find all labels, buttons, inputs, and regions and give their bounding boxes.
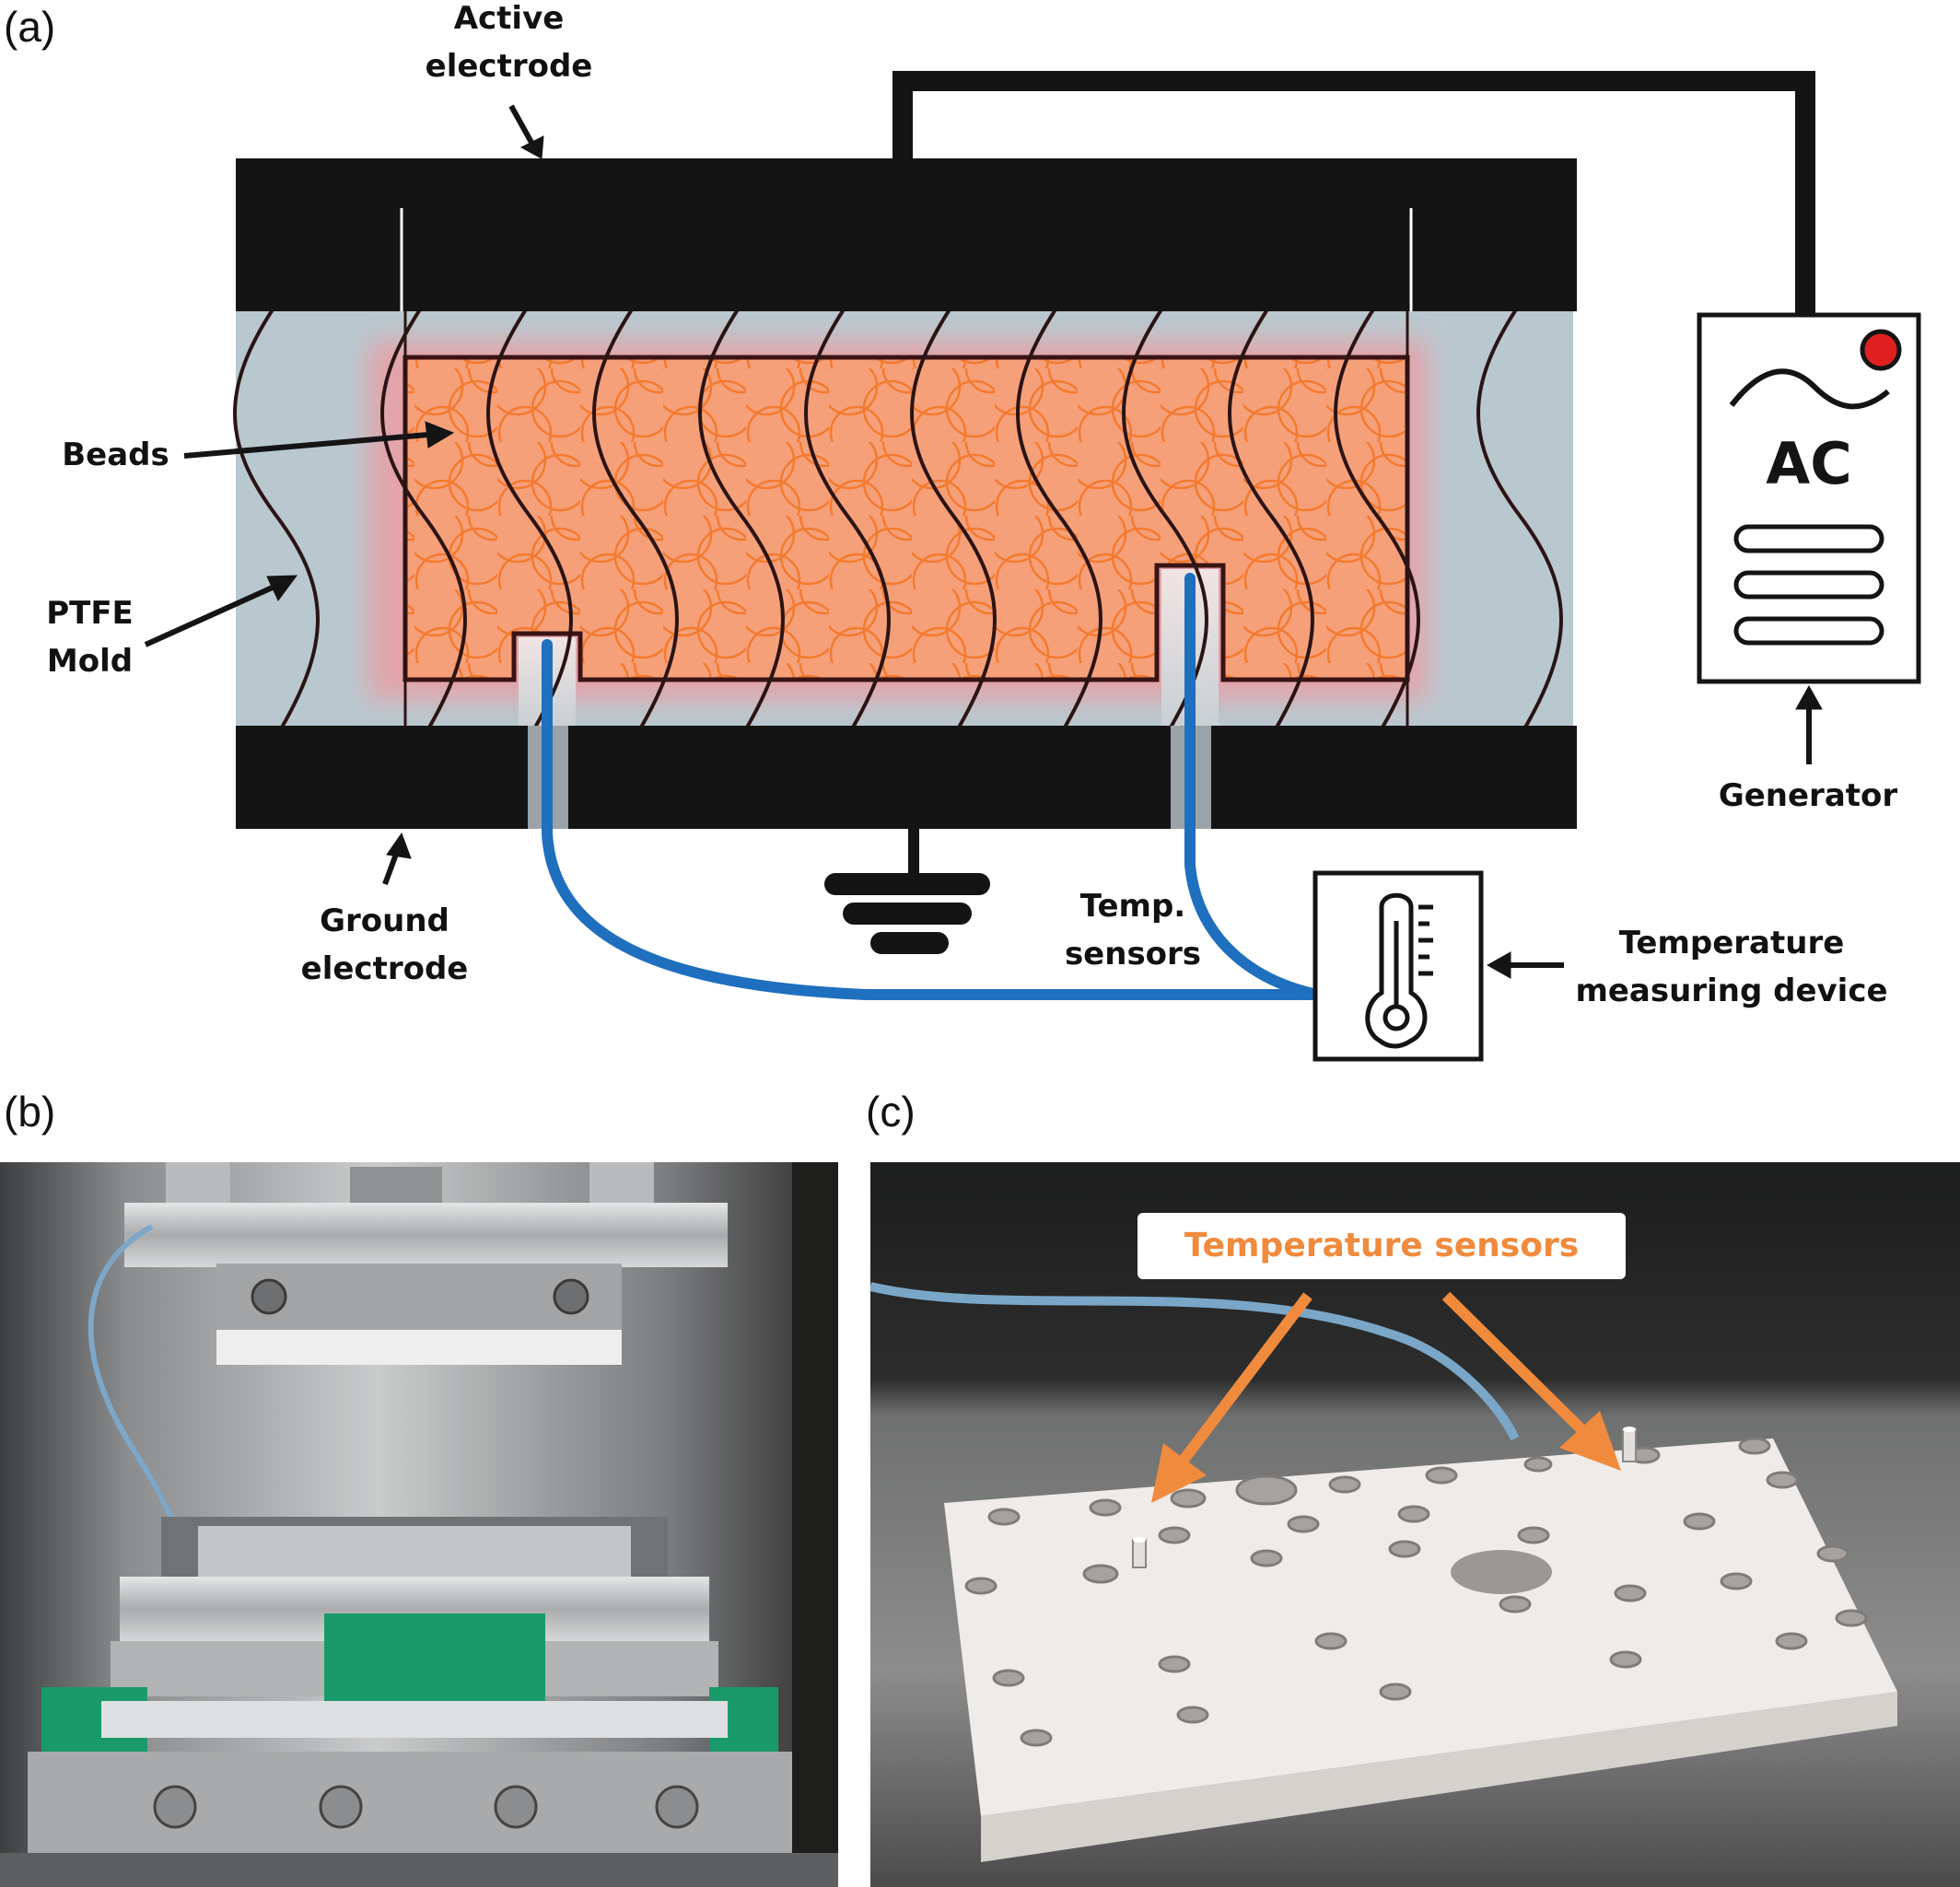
panel-label-c: (c)	[866, 1088, 916, 1136]
label-tmd-line1: Temperature	[1618, 925, 1845, 961]
thermometer-icon	[1365, 892, 1433, 1049]
panel-label-b: (b)	[4, 1088, 56, 1136]
label-temp-sensors: Temp. sensors	[1055, 882, 1211, 978]
label-active-electrode-line1: Active	[453, 0, 565, 37]
label-active-electrode: Active electrode	[396, 0, 622, 90]
label-ptfe-line2: Mold	[46, 643, 134, 680]
ground-symbol-icon	[824, 829, 990, 954]
generator-ac-label: AC	[1766, 430, 1851, 497]
beads-region	[402, 355, 1410, 682]
panel-label-a: (a)	[4, 3, 56, 51]
ground-electrode	[236, 726, 1577, 829]
label-ground-line2: electrode	[300, 950, 469, 987]
label-generator: Generator	[1718, 777, 1898, 814]
callout-box	[1138, 1213, 1626, 1279]
green-spacer-block	[324, 1613, 545, 1706]
label-active-electrode-line2: electrode	[425, 48, 593, 85]
sensor-cable-right	[1184, 573, 1323, 1000]
power-led-icon	[1860, 329, 1902, 371]
label-ground-electrode: Ground electrode	[276, 897, 493, 993]
label-temp-sensors-line1: Temp.	[1079, 888, 1186, 925]
label-beads: Beads	[62, 437, 169, 473]
callout-temperature-sensors: Temperature sensors	[1184, 1227, 1580, 1264]
photo-press-setup	[0, 1162, 838, 1887]
callout-arrows	[1151, 1291, 1621, 1503]
label-temp-sensors-line2: sensors	[1064, 936, 1202, 973]
sensor-cable-left	[542, 639, 1323, 1000]
label-temperature-measuring-device: Temperature measuring device	[1566, 919, 1897, 1015]
label-ground-line1: Ground	[320, 903, 449, 939]
sine-wave-icon	[1729, 368, 1890, 410]
temperature-measuring-device	[1312, 870, 1484, 1062]
generator	[1697, 312, 1921, 684]
label-ptfe-line1: PTFE	[46, 595, 134, 632]
photo-mold-plate: Temperature sensors	[870, 1162, 1960, 1887]
label-tmd-line2: measuring device	[1575, 973, 1888, 1009]
schematic-diagram: AC	[144, 71, 1921, 1062]
label-ptfe-mold: PTFE Mold	[28, 589, 152, 685]
